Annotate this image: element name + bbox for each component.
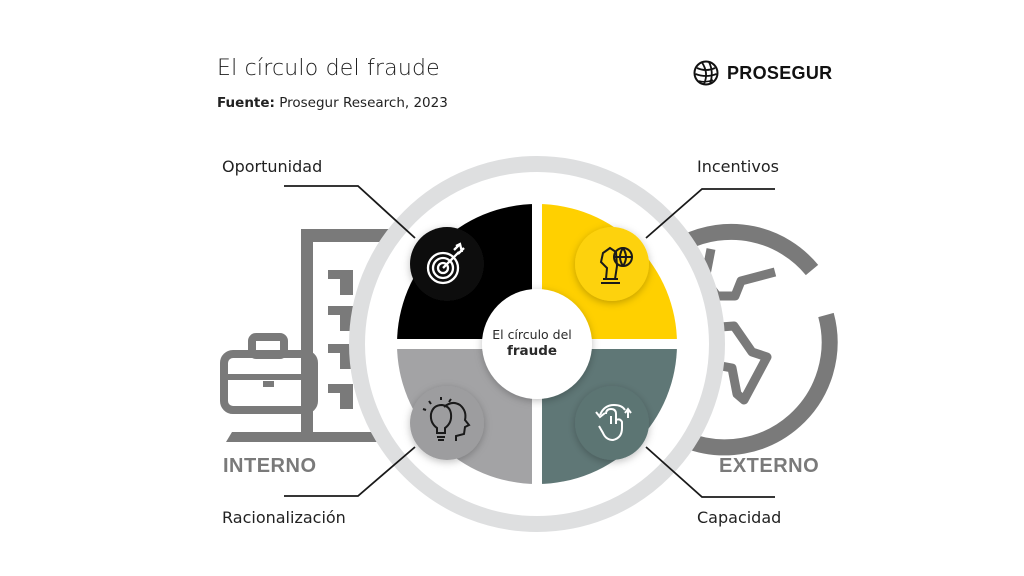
center-label-line1: El círculo del	[492, 327, 572, 342]
source-label: Fuente:	[217, 95, 275, 111]
label-racionalizacion: Racionalización	[222, 508, 346, 527]
page-title: El círculo del fraude	[217, 56, 440, 81]
racionalizacion-bubble	[410, 386, 484, 460]
side-label-externo: EXTERNO	[719, 455, 820, 477]
capacidad-leader	[645, 446, 775, 498]
racionalizacion-leader	[284, 446, 416, 497]
prosegur-logo: PROSEGUR	[693, 60, 832, 86]
center-label-line2: fraude	[506, 343, 558, 359]
incentivos-bubble	[575, 227, 649, 301]
outer-ring	[349, 156, 725, 532]
globe-logo-icon	[693, 60, 719, 86]
chess-knight-globe-icon	[599, 246, 633, 284]
source-line: Fuente: Prosegur Research, 2023	[217, 95, 448, 111]
center-label: El círculo del fraude	[482, 326, 582, 360]
lightbulb-head-icon	[422, 397, 471, 441]
side-label-interno: INTERNO	[223, 455, 317, 477]
oportunidad-leader	[284, 185, 416, 239]
target-arrow-icon	[426, 242, 465, 285]
incentivos-leader	[645, 188, 775, 239]
center-circle	[482, 289, 592, 399]
label-capacidad: Capacidad	[697, 508, 782, 527]
source-value: Prosegur Research, 2023	[274, 95, 448, 111]
leader-lines	[284, 185, 775, 498]
label-oportunidad: Oportunidad	[222, 157, 323, 176]
hand-touch-rotate-icon	[595, 403, 632, 442]
label-incentivos: Incentivos	[697, 157, 779, 176]
globe-icon	[680, 223, 838, 456]
briefcase-icon	[220, 333, 318, 414]
logo-text: PROSEGUR	[727, 62, 833, 83]
